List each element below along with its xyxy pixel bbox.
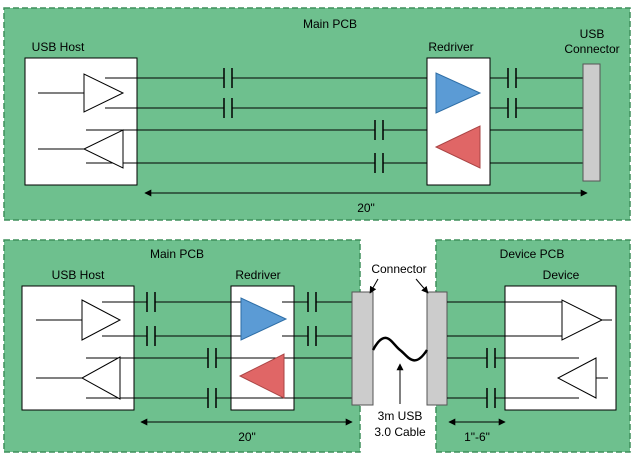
top-host-tx-driver: [83, 73, 125, 113]
top-redriver-tx-driver: [435, 72, 482, 114]
bottom-device-pcb-label: Device PCB: [500, 247, 565, 261]
bottom-usb-cable: [371, 336, 429, 362]
bottom-cable-label-line1: 3m USB: [378, 409, 423, 423]
bottom-device-tx-driver: [556, 357, 597, 399]
top-usb-host-label: USB Host: [32, 40, 85, 54]
bottom-connector-pointer-right: [415, 278, 429, 294]
bottom-device-label: Device: [543, 268, 580, 282]
bottom-connector-pointer-left: [369, 278, 379, 294]
bottom-redriver-rx-driver: [238, 353, 285, 399]
bottom-host-rx-driver: [80, 356, 121, 400]
top-redriver-label: Redriver: [428, 40, 473, 54]
bottom-redriver-label: Redriver: [235, 268, 280, 282]
top-redriver-rx-driver: [434, 125, 481, 169]
bottom-connector-label: Connector: [371, 262, 426, 276]
bottom-usb-host-label: USB Host: [52, 268, 105, 282]
bottom-diagram: Main PCB Device PCB USB Host Redriver: [3, 239, 631, 453]
top-main-pcb-label: Main PCB: [303, 17, 357, 31]
top-usb-connector-label-line1: USB: [580, 27, 605, 41]
bottom-main-length-label: 20": [238, 430, 256, 444]
top-host-rx-driver: [82, 129, 124, 169]
bottom-cable-label-line2: 3.0 Cable: [374, 425, 426, 439]
bottom-device-rx-driver: [561, 299, 604, 341]
top-diagram: Main PCB USB Host: [3, 7, 631, 221]
bottom-device-side-connector: [426, 291, 448, 406]
bottom-host-side-connector: [351, 291, 374, 406]
bottom-redriver-block: [230, 285, 295, 411]
top-ac-capacitors: [223, 68, 517, 173]
bottom-main-pcb-label: Main PCB: [150, 247, 204, 261]
top-length-label: 20": [357, 201, 375, 215]
bottom-device-block: [504, 285, 617, 411]
top-usb-connector: [582, 63, 601, 182]
bottom-device-length-label: 1"-6": [464, 430, 490, 444]
bottom-device-signal-traces: [447, 301, 612, 399]
bottom-redriver-tx-driver: [240, 297, 288, 341]
bottom-device-ac-capacitors: [486, 348, 496, 408]
bottom-main-ac-capacitors: [146, 292, 317, 408]
top-usb-connector-label-line2: Connector: [564, 42, 619, 56]
bottom-host-tx-driver: [81, 299, 122, 341]
